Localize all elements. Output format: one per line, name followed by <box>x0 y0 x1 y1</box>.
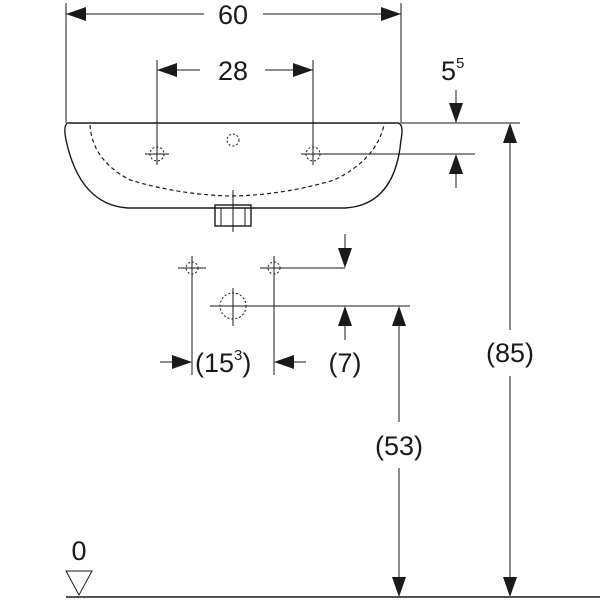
dimension-tap-hole-spacing: 28 <box>156 56 314 143</box>
drain-outlet <box>214 190 252 232</box>
dimension-rim-to-taphole: 55 <box>325 55 520 188</box>
right-supply-point <box>260 256 345 375</box>
tap-hole-spacing-label: 28 <box>218 56 248 86</box>
supply-connections <box>178 256 410 375</box>
floor-level-label: 0 <box>71 536 86 566</box>
floor-level: 0 <box>65 536 600 598</box>
dimension-drain-height: (53) <box>375 306 423 597</box>
basin-body <box>64 122 403 232</box>
rim-height-label: (85) <box>486 338 534 368</box>
trap-connection <box>210 288 410 326</box>
trap-offset-label: (153) <box>195 347 251 378</box>
drain-height-label: (53) <box>375 431 423 461</box>
dimension-rim-height: (85) <box>486 123 534 597</box>
supply-height-diff-label: (7) <box>329 348 362 378</box>
dimension-trap-offset: (153) <box>160 347 306 378</box>
overflow-hole <box>226 133 240 147</box>
dimension-overall-width: 60 <box>65 0 402 123</box>
rim-to-taphole-label: 55 <box>441 55 464 86</box>
level-marker-icon <box>65 570 93 597</box>
left-supply-point <box>178 256 206 375</box>
left-tap-hole <box>145 143 169 165</box>
right-tap-hole <box>301 143 325 165</box>
dimension-supply-height-diff: (7) <box>329 234 362 378</box>
overall-width-label: 60 <box>218 0 248 30</box>
